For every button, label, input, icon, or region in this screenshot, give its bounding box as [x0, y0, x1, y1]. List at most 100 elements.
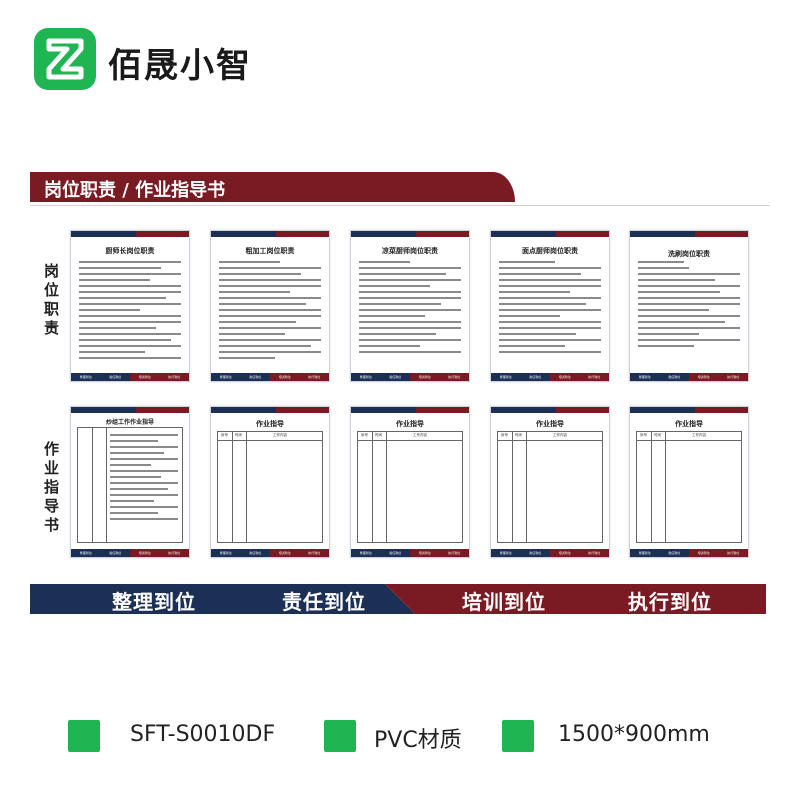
panel-footer-item: 执行到位: [159, 549, 189, 557]
panel-footer-item: 执行到位: [579, 373, 609, 381]
panel-footer-item: 整理到位: [630, 549, 660, 557]
panel-title: 作业指导: [256, 420, 284, 428]
panel-footer-item: 培训到位: [270, 373, 300, 381]
panel-footer: 整理到位责任到位培训到位执行到位: [71, 549, 189, 557]
table-header-cell: 工作内容: [692, 433, 706, 437]
panel-footer-item: 培训到位: [550, 373, 580, 381]
panel-footer-item: 责任到位: [520, 373, 550, 381]
spec-bullet: [324, 720, 356, 752]
panel-text-lines: [79, 261, 181, 363]
table-header-cell: 序号: [221, 433, 228, 437]
panel-footer-item: 整理到位: [491, 373, 521, 381]
panel-top-stripe: [275, 231, 329, 237]
panel-footer-item: 责任到位: [240, 549, 270, 557]
duty-panel: 洗刷岗位职责 整理到位责任到位培训到位执行到位: [629, 230, 749, 382]
panel-title: 洗刷岗位职责: [668, 250, 710, 258]
guide-table: 序号 时间 工作内容: [217, 431, 323, 543]
panel-footer: 整理到位责任到位培训到位执行到位: [351, 373, 469, 381]
panel-text-lines: [499, 261, 601, 357]
panel-footer-item: 责任到位: [659, 549, 689, 557]
slogan-item: 执行到位: [628, 590, 712, 614]
table-header-cell: 工作内容: [553, 433, 567, 437]
guide-panel: 作业指导 序号时间工作内容 整理到位责任到位培训到位执行到位: [490, 406, 610, 558]
spec-model: SFT-S0010DF: [130, 722, 276, 747]
panel-footer-item: 培训到位: [550, 549, 580, 557]
panel-footer-item: 责任到位: [240, 373, 270, 381]
panel-footer-item: 执行到位: [439, 373, 469, 381]
panel-top-stripe: [630, 407, 695, 413]
panel-title: 炒组工作作业指导: [105, 419, 154, 426]
ribbon-background: [30, 584, 766, 614]
panel-footer-item: 整理到位: [630, 373, 660, 381]
panel-title: 作业指导: [675, 420, 703, 428]
table-header-cell: 序号: [640, 433, 647, 437]
table-header-cell: 时间: [654, 433, 661, 437]
panel-top-stripe: [351, 407, 416, 413]
panel-footer-item: 培训到位: [410, 373, 440, 381]
panel-footer-item: 责任到位: [520, 549, 550, 557]
row-label-guides-text: 作业指导书: [44, 440, 60, 534]
panel-footer-item: 培训到位: [270, 549, 300, 557]
table-header-cell: 时间: [375, 433, 382, 437]
brand-name: 佰晟小智: [108, 46, 252, 86]
table-header: 序号 时间 工作内容: [637, 432, 741, 441]
panel-footer: 整理到位责任到位培训到位执行到位: [211, 549, 329, 557]
brand-logo: [34, 28, 96, 90]
panel-top-stripe: [415, 407, 469, 413]
slogan-item: 整理到位: [112, 590, 196, 614]
table-header-cell: 序号: [501, 433, 508, 437]
panel-top-stripe: [211, 407, 276, 413]
guide-panel: 作业指导 序号时间工作内容 整理到位责任到位培训到位执行到位: [629, 406, 749, 558]
panel-top-stripe: [491, 407, 556, 413]
panel-footer-item: 整理到位: [71, 549, 101, 557]
panel-footer: 整理到位责任到位培训到位执行到位: [491, 373, 609, 381]
panel-text-lines: [359, 261, 461, 357]
panel-top-stripe: [415, 231, 469, 237]
duty-panel: 粗加工岗位职责 整理到位责任到位培训到位执行到位: [210, 230, 330, 382]
hourglass-z-logo-icon: [46, 38, 84, 80]
table-header-cell: 工作内容: [413, 433, 427, 437]
guide-table: [77, 427, 183, 543]
panel-footer: 整理到位责任到位培训到位执行到位: [71, 373, 189, 381]
table-header-cell: 工作内容: [273, 433, 287, 437]
panel-footer-item: 责任到位: [659, 373, 689, 381]
guide-table: 序号 时间 工作内容: [636, 431, 742, 543]
row-label-guides: 作业指导书: [44, 440, 64, 535]
panel-footer: 整理到位责任到位培训到位执行到位: [630, 373, 748, 381]
panel-top-stripe: [555, 407, 609, 413]
panel-top-stripe: [71, 231, 136, 237]
panel-title: 面点厨师岗位职责: [522, 247, 578, 255]
panel-footer-item: 执行到位: [299, 549, 329, 557]
panel-top-stripe: [630, 231, 695, 237]
panel-footer-item: 整理到位: [351, 549, 381, 557]
panel-footer: 整理到位责任到位培训到位执行到位: [491, 549, 609, 557]
table-column-divider: [665, 432, 666, 542]
section-banner: 岗位职责 / 作业指导书: [30, 172, 515, 202]
panel-footer-item: 整理到位: [71, 373, 101, 381]
row-label-duties-text: 岗位职责: [44, 262, 60, 337]
panel-top-stripe: [351, 231, 416, 237]
slogan-item: 培训到位: [462, 590, 546, 614]
table-column-divider: [512, 432, 513, 542]
table-header-cell: 时间: [235, 433, 242, 437]
guide-panel: 作业指导 序号时间工作内容 整理到位责任到位培训到位执行到位: [350, 406, 470, 558]
panel-footer-item: 执行到位: [159, 373, 189, 381]
spec-bullet: [68, 720, 100, 752]
table-header-cell: 序号: [361, 433, 368, 437]
panel-title: 厨师长岗位职责: [105, 247, 155, 255]
duty-panel: 凉菜厨师岗位职责 整理到位责任到位培训到位执行到位: [350, 230, 470, 382]
panel-footer-item: 执行到位: [718, 373, 748, 381]
panel-top-stripe: [211, 231, 276, 237]
panel-footer-item: 整理到位: [211, 373, 241, 381]
panel-title: 粗加工岗位职责: [245, 247, 295, 255]
spec-size: 1500*900mm: [558, 722, 710, 747]
panel-footer-item: 培训到位: [410, 549, 440, 557]
guide-panel: 作业指导 序号 时间 工作内容 整理到位责任到位培训到位执行到位: [210, 406, 330, 558]
duty-panel: 面点厨师岗位职责 整理到位责任到位培训到位执行到位: [490, 230, 610, 382]
panel-top-stripe: [135, 231, 189, 237]
panel-footer-item: 整理到位: [351, 373, 381, 381]
slogan-item: 责任到位: [282, 590, 366, 614]
panel-top-stripe: [694, 407, 748, 413]
table-header: 序号 时间 工作内容: [358, 432, 462, 441]
panel-footer: 整理到位责任到位培训到位执行到位: [351, 549, 469, 557]
